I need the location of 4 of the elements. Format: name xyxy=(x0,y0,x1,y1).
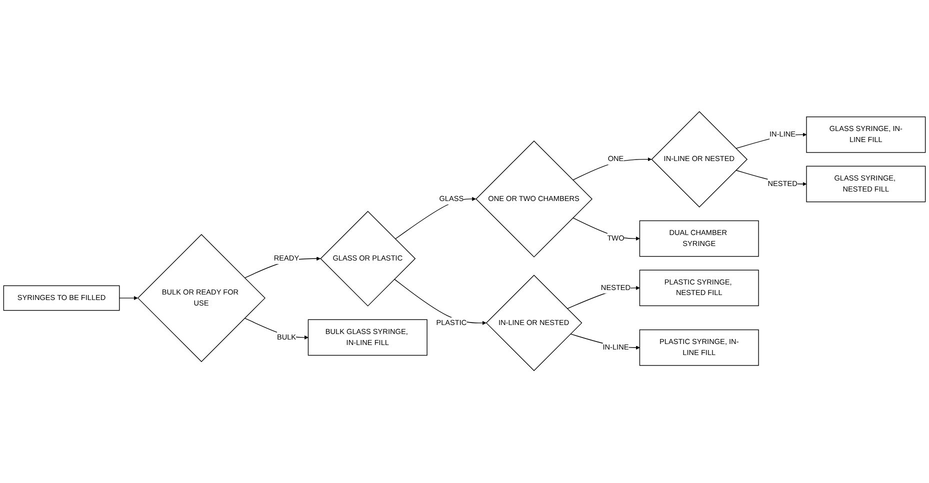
arrow xyxy=(119,296,138,300)
arrow xyxy=(572,218,640,241)
arrow xyxy=(244,318,308,340)
arrow xyxy=(572,158,652,181)
